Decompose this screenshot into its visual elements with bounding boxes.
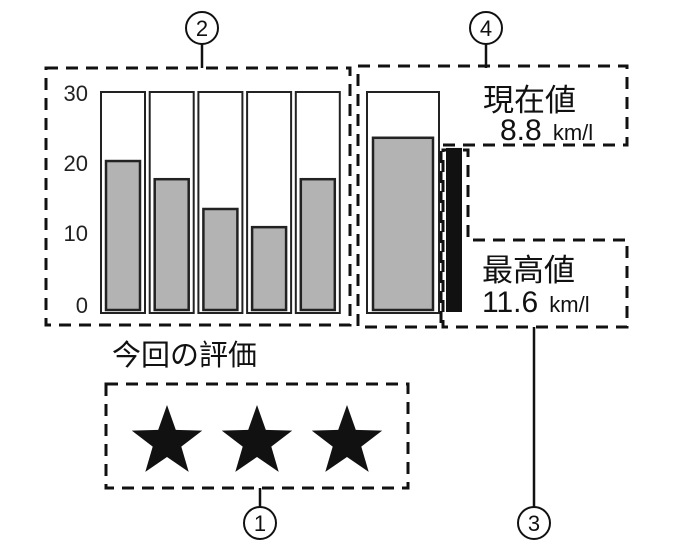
callout-1: 1 [243,488,277,540]
best-value-label: 最高値 [482,253,575,289]
callout-1-number: 1 [254,511,266,536]
best-value-unit: km/l [549,292,589,317]
y-tick-10: 10 [64,221,88,246]
callout-2-number: 2 [196,16,208,41]
rating-label: 今回の評価 [112,338,257,372]
star-icon [221,405,293,472]
callout-3-number: 3 [528,511,540,536]
best-value-reading: 11.6 km/l [482,286,590,319]
y-tick-30: 30 [64,81,88,106]
current-value-number: 8.8 [500,114,542,147]
history-chart-box [44,66,352,327]
y-tick-20: 20 [64,151,88,176]
history-bars [100,91,341,314]
history-bar-fill [250,225,288,312]
callout-4-number: 4 [480,16,492,41]
callout-2: 2 [185,11,219,68]
current-bar [366,91,440,314]
callout-3-circle [517,506,551,540]
y-axis: 30 20 10 0 [64,81,88,318]
callout-3: 3 [517,327,551,540]
history-bar-fill [153,177,190,312]
star-icon [311,405,383,472]
y-tick-0: 0 [76,293,88,318]
best-value-number: 11.6 [482,286,538,319]
history-bar-fill [299,177,337,312]
callout-4: 4 [469,11,503,68]
star-icon [131,405,203,472]
callout-1-circle [243,506,277,540]
history-bar-fill [202,207,239,312]
current-value-box [356,64,629,329]
current-value-unit: km/l [553,120,593,145]
rating-box [104,382,410,490]
current-value-reading: 8.8 km/l [500,114,593,147]
current-bar-fill [371,136,435,312]
best-value-bar [446,147,462,312]
history-bar-fill [104,159,142,312]
rating-stars [131,405,383,472]
best-value-box [441,148,629,329]
current-value-label: 現在値 [483,83,576,119]
